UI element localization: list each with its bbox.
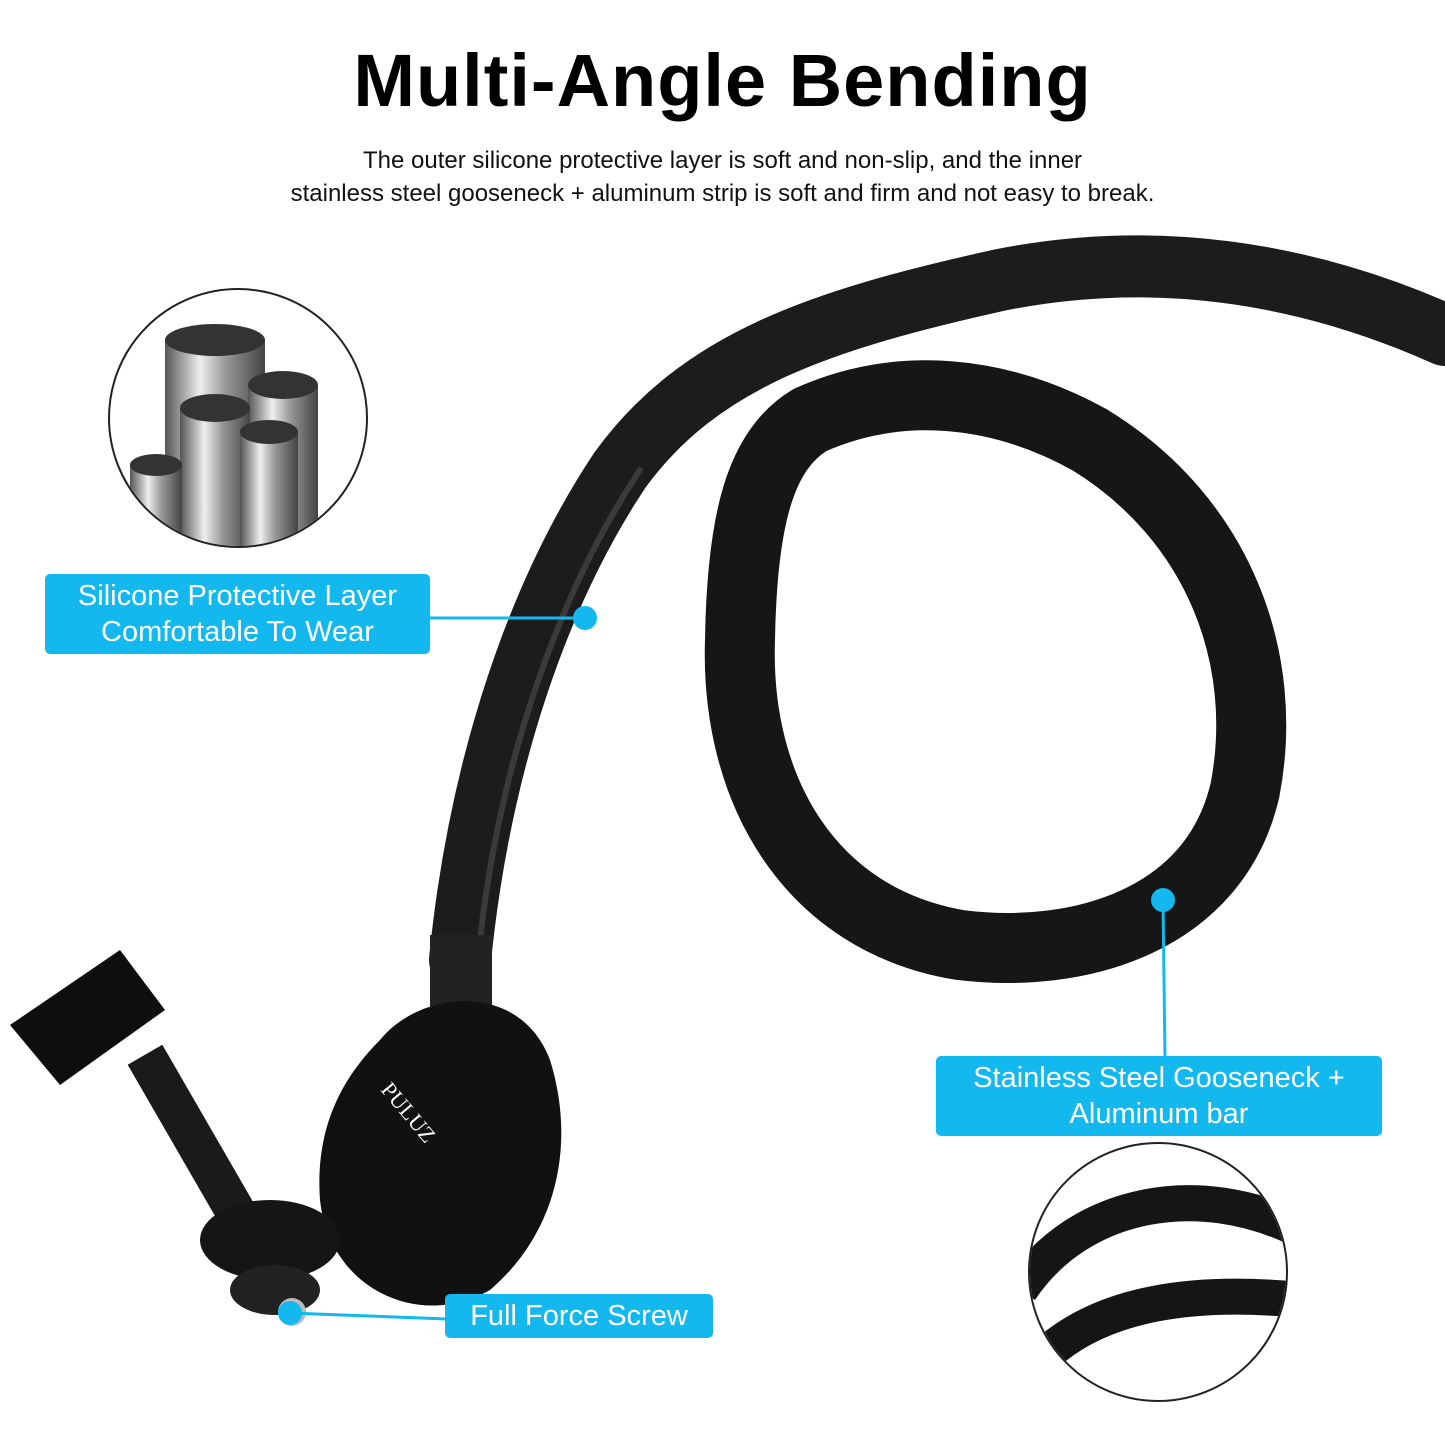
callout-gooseneck: Stainless Steel Gooseneck + Aluminum bar (936, 1056, 1382, 1136)
callout-lines (278, 606, 1175, 1325)
subtitle-line: stainless steel gooseneck + aluminum str… (290, 180, 1155, 207)
callout-text: Aluminum bar (1069, 1098, 1249, 1130)
mount: PULUZ (10, 935, 562, 1326)
callout-silicone-layer: Silicone Protective Layer Comfortable To… (45, 574, 430, 654)
callout-text: Silicone Protective Layer (77, 580, 398, 612)
callout-text: Full Force Screw (470, 1300, 688, 1332)
callout-text: Stainless Steel Gooseneck + (973, 1062, 1345, 1094)
steel-pipes-inset (108, 288, 368, 548)
cable-detail-inset (1028, 1142, 1288, 1402)
subtitle-line: The outer silicone protective layer is s… (362, 147, 1083, 174)
page-title: Multi-Angle Bending (353, 39, 1092, 122)
callout-screw: Full Force Screw (445, 1294, 713, 1338)
callout-text: Comfortable To Wear (101, 616, 374, 648)
gooseneck-cable (429, 235, 1445, 991)
subtitle: The outer silicone protective layer is s… (0, 144, 1445, 210)
